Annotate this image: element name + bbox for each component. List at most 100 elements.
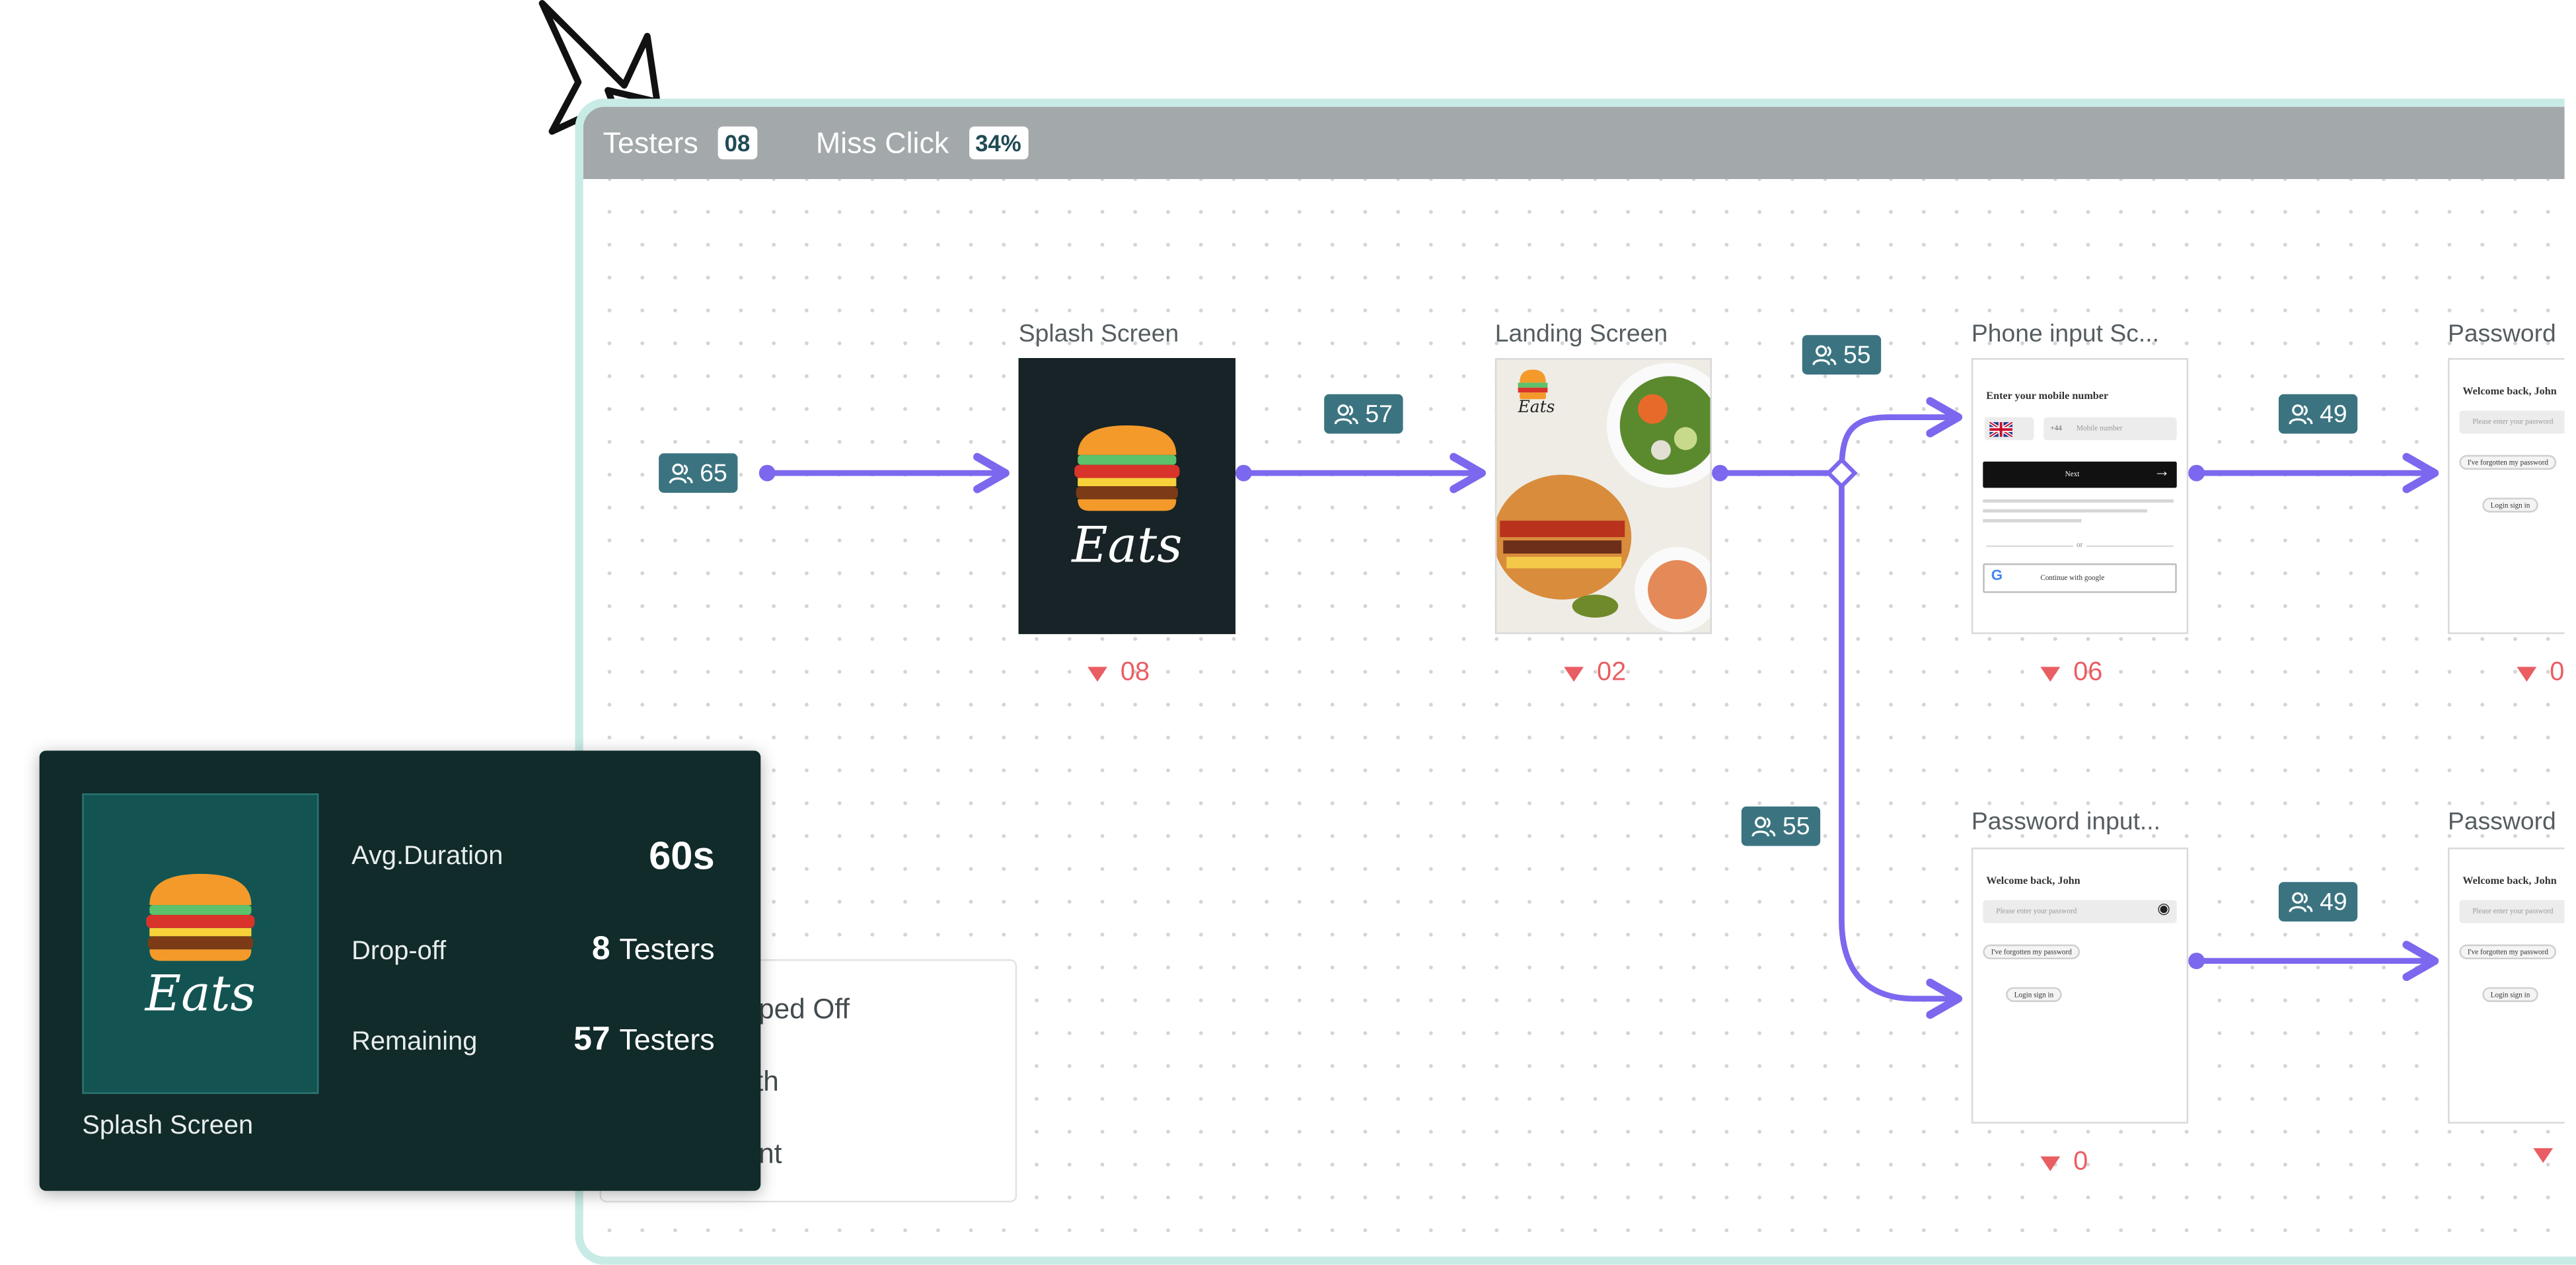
count-pill-phone-password: 49 bbox=[2278, 394, 2357, 434]
mobile-number-field: +44 Mobile number bbox=[2043, 417, 2177, 441]
drop-off-splash: 08 bbox=[1087, 659, 1150, 688]
drop-off-password-input: 0 bbox=[2040, 1148, 2088, 1178]
next-label: Next bbox=[2065, 470, 2080, 478]
terms-text-line bbox=[1983, 499, 2174, 503]
password-screen-heading: Welcome back, John bbox=[2462, 386, 2557, 398]
password-screen-preview: Welcome back, John Please enter your pas… bbox=[1973, 849, 2186, 1122]
count-pill-value: 49 bbox=[2320, 888, 2347, 916]
miss-click-badge: 34% bbox=[969, 126, 1028, 160]
edge-junction-password bbox=[1839, 470, 1963, 1019]
drop-off-value: 0 bbox=[2550, 659, 2565, 687]
edge-junction-phone bbox=[1839, 397, 1963, 476]
drop-triangle-icon bbox=[2040, 666, 2061, 681]
users-icon bbox=[1751, 816, 1776, 836]
password-placeholder: Please enter your password bbox=[2472, 417, 2554, 426]
password-placeholder: Please enter your password bbox=[2472, 906, 2554, 916]
password-field: Please enter your password bbox=[2459, 900, 2576, 923]
password-placeholder: Please enter your password bbox=[1996, 906, 2077, 916]
google-button: G Continue with google bbox=[1983, 563, 2177, 593]
testers-label: Testers bbox=[603, 126, 698, 159]
country-select bbox=[1984, 417, 2034, 441]
avg-duration-label: Avg.Duration bbox=[351, 842, 503, 871]
drop-off-password-top: 0 bbox=[2517, 659, 2564, 688]
junction-diamond bbox=[1825, 456, 1858, 489]
popup-caption: Splash Screen bbox=[82, 1112, 254, 1140]
edge-source-dot bbox=[1712, 464, 1728, 482]
users-icon bbox=[2289, 404, 2313, 424]
drop-triangle-icon bbox=[2040, 1155, 2061, 1171]
food-photo-icon bbox=[1496, 359, 1711, 633]
users-icon bbox=[1812, 344, 1837, 365]
edge-source-dot bbox=[2188, 953, 2205, 970]
testers-count-badge: 08 bbox=[718, 126, 757, 160]
users-icon bbox=[669, 462, 693, 483]
password-screen-heading: Welcome back, John bbox=[2462, 875, 2557, 887]
landing-brand-text: Eats bbox=[1518, 399, 1555, 417]
edge-source-dot bbox=[2188, 464, 2205, 482]
burger-logo-icon bbox=[1074, 425, 1180, 511]
login-chip: Login sign in bbox=[2482, 497, 2538, 513]
count-pill-value: 55 bbox=[1843, 340, 1871, 369]
count-pill-value: 57 bbox=[1365, 400, 1393, 428]
terms-text-line bbox=[1983, 519, 2082, 523]
forgot-password-chip: I've forgotten my password bbox=[1983, 944, 2080, 960]
drop-off-phone: 06 bbox=[2040, 659, 2102, 688]
forgot-password-chip: I've forgotten my password bbox=[2459, 454, 2557, 470]
remaining-label: Remaining bbox=[351, 1028, 478, 1056]
drop-off-value: 0 bbox=[2073, 1148, 2088, 1176]
avg-duration-number: 60s bbox=[649, 834, 715, 879]
count-pill-start: 65 bbox=[659, 453, 737, 493]
screen-stats-popup: Eats Splash Screen Avg.Duration 60s Drop… bbox=[39, 750, 761, 1191]
uk-flag-icon bbox=[1989, 421, 2013, 437]
drop-triangle-icon bbox=[2533, 1148, 2554, 1163]
count-pill-landing-phone: 55 bbox=[1802, 335, 1881, 375]
node-thumb-phone[interactable]: Enter your mobile number +44 Mobile numb… bbox=[1971, 358, 2189, 634]
edge-source-dot bbox=[758, 464, 776, 482]
terms-text-line bbox=[1983, 509, 2147, 513]
or-divider-label: or bbox=[2073, 540, 2086, 549]
google-label: Continue with google bbox=[2040, 573, 2105, 582]
count-pill-value: 55 bbox=[1782, 812, 1810, 840]
password-screen-preview: Welcome back, John Please enter your pas… bbox=[2450, 360, 2576, 633]
country-code: +44 bbox=[2050, 423, 2062, 432]
drop-off-stat: 8 Testers bbox=[592, 931, 715, 969]
count-pill-password-password: 49 bbox=[2278, 882, 2357, 922]
drop-off-number: 8 bbox=[591, 931, 610, 968]
phone-screen-heading: Enter your mobile number bbox=[1986, 390, 2109, 403]
next-button: Next → bbox=[1983, 461, 2177, 488]
edge-source-dot bbox=[1235, 464, 1252, 482]
drop-off-label: Drop-off bbox=[351, 937, 447, 966]
node-thumb-password-bottom[interactable]: Welcome back, John Please enter your pas… bbox=[2448, 848, 2576, 1124]
splash-brand-text: Eats bbox=[1072, 517, 1183, 575]
burger-logo-icon bbox=[146, 873, 255, 961]
drop-triangle-icon bbox=[1564, 666, 1584, 681]
node-thumb-password-input[interactable]: Welcome back, John Please enter your pas… bbox=[1971, 848, 2189, 1124]
node-thumb-splash[interactable]: Eats bbox=[1018, 358, 1235, 634]
node-thumb-password-top[interactable]: Welcome back, John Please enter your pas… bbox=[2448, 358, 2576, 634]
password-field: Please enter your password bbox=[2459, 410, 2576, 434]
login-chip: Login sign in bbox=[2006, 987, 2062, 1002]
drop-off-value: 06 bbox=[2073, 659, 2103, 687]
password-screen-heading: Welcome back, John bbox=[1986, 875, 2080, 887]
avg-duration-value: 60s bbox=[649, 834, 715, 881]
node-thumb-landing[interactable]: Eats bbox=[1494, 358, 1712, 634]
count-pill-landing-password: 55 bbox=[1741, 806, 1820, 846]
google-g-icon: G bbox=[1991, 566, 2003, 583]
right-edge-mask bbox=[2564, 98, 2576, 1250]
password-field: Please enter your password ◉ bbox=[1983, 900, 2177, 923]
count-pill-value: 65 bbox=[700, 459, 727, 488]
forgot-password-chip: I've forgotten my password bbox=[2459, 944, 2557, 960]
node-title-landing: Landing Screen bbox=[1494, 320, 1668, 349]
login-chip: Login sign in bbox=[2482, 987, 2538, 1002]
drop-off-value: 08 bbox=[1120, 659, 1150, 687]
drop-off-password-bottom bbox=[2533, 1148, 2566, 1163]
drop-off-landing: 02 bbox=[1564, 659, 1626, 688]
count-pill-value: 49 bbox=[2320, 400, 2347, 428]
node-title-phone: Phone input Sc... bbox=[1971, 320, 2160, 349]
remaining-number: 57 bbox=[573, 1021, 610, 1058]
eye-icon: ◉ bbox=[2157, 900, 2170, 917]
popup-thumbnail: Eats bbox=[82, 793, 319, 1095]
mobile-number-placeholder: Mobile number bbox=[2077, 423, 2123, 432]
